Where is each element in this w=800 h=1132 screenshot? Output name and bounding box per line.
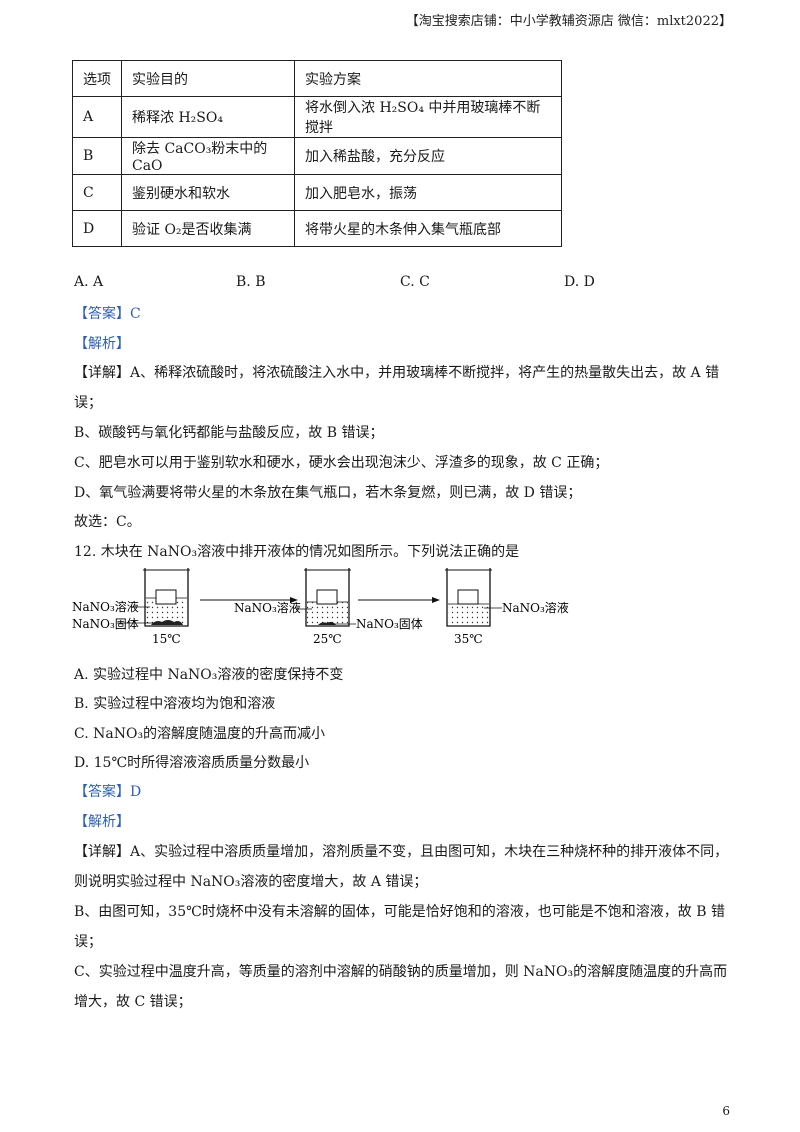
q11-detail-line: D、氧气验满要将带火星的木条放在集气瓶口，若木条复燃，则已满，故 D 错误； xyxy=(74,485,582,501)
q11-option-a: A. A xyxy=(74,274,104,290)
table-row: D 验证 O₂是否收集满 将带火星的木条伸入集气瓶底部 xyxy=(72,210,562,247)
experiment-table: 选项 实验目的 实验方案 A 稀释浓 H₂SO₄ 将水倒入浓 H₂SO₄ 中并用… xyxy=(72,60,562,247)
table-row: C 鉴别硬水和软水 加入肥皂水，振荡 xyxy=(72,174,562,211)
q12-stem: 12. 木块在 NaNO₃溶液中排开液体的情况如图所示。下列说法正确的是 xyxy=(74,544,520,560)
table-cell: 加入肥皂水，振荡 xyxy=(294,174,562,211)
table-cell: D xyxy=(72,210,122,247)
q11-detail-line: C、肥皂水可以用于鉴别软水和硬水，硬水会出现泡沫少、浮渣多的现象，故 C 正确； xyxy=(74,455,609,471)
table-cell: 除去 CaCO₃粉末中的 CaO xyxy=(121,137,295,175)
q11-answer: 【答案】C xyxy=(74,306,141,322)
table-cell: 验证 O₂是否收集满 xyxy=(121,210,295,247)
q11-detail-line: 【详解】A、稀释浓硫酸时，将浓硫酸注入水中，并用玻璃棒不断搅拌，将产生的热量散失… xyxy=(74,365,720,381)
table-cell: C xyxy=(72,174,122,211)
table-cell: A xyxy=(72,96,122,138)
q12-answer: 【答案】D xyxy=(74,784,142,800)
q12-detail-line: B、由图可知，35℃时烧杯中没有未溶解的固体，可能是恰好饱和的溶液，也可能是不饱… xyxy=(74,904,725,920)
arrow-2-head xyxy=(432,597,440,603)
q12-detail-line: 【详解】A、实验过程中溶质质量增加，溶剂质量不变，且由图可知，木块在三种烧杯种的… xyxy=(74,844,729,860)
q11-option-c: C. C xyxy=(400,274,430,290)
q12-detail-line: C、实验过程中温度升高，等质量的溶剂中溶解的硝酸钠的质量增加，则 NaNO₃的溶… xyxy=(74,964,728,980)
beaker-figure: NaNO₃溶液 NaNO₃固体 15℃ NaNO₃溶液 NaNO₃固体 25℃ … xyxy=(72,568,569,646)
beaker-15c xyxy=(117,568,190,627)
q12-option-c: C. NaNO₃的溶解度随温度的升高而减小 xyxy=(74,726,326,742)
q11-detail-line: 故选：C。 xyxy=(74,514,141,530)
q12-detail-line: 增大，故 C 错误； xyxy=(74,994,192,1010)
beaker-25c xyxy=(296,568,356,627)
q11-option-d: D. D xyxy=(564,274,595,290)
beaker2-solid-label: NaNO₃固体 xyxy=(356,617,423,631)
table-cell: 将水倒入浓 H₂SO₄ 中并用玻璃棒不断搅拌 xyxy=(294,96,562,138)
table-header-row: 选项 实验目的 实验方案 xyxy=(72,60,562,97)
q12-detail-line: 则说明实验过程中 NaNO₃溶液的密度增大，故 A 错误； xyxy=(74,874,428,890)
beaker2-solution-label: NaNO₃溶液 xyxy=(234,600,301,615)
q11-detail-line: 误； xyxy=(74,395,102,411)
beaker1-solid-label: NaNO₃固体 xyxy=(72,617,139,631)
page-header: 【淘宝搜索店铺：中小学教辅资源店 微信：mlxt2022】 xyxy=(405,14,732,29)
q12-option-d: D. 15℃时所得溶液溶质质量分数最小 xyxy=(74,755,310,771)
table-cell: 稀释浓 H₂SO₄ xyxy=(121,96,295,138)
table-cell: 加入稀盐酸，充分反应 xyxy=(294,137,562,175)
q11-detail-line: B、碳酸钙与氧化钙都能与盐酸反应，故 B 错误； xyxy=(74,425,384,441)
q12-analysis-label: 【解析】 xyxy=(74,814,130,830)
table-row: A 稀释浓 H₂SO₄ 将水倒入浓 H₂SO₄ 中并用玻璃棒不断搅拌 xyxy=(72,96,562,138)
beaker3-solution-label: NaNO₃溶液 xyxy=(502,600,569,615)
q11-analysis-label: 【解析】 xyxy=(74,336,130,352)
q12-option-b: B. 实验过程中溶液均为饱和溶液 xyxy=(74,696,276,712)
table-header-cell: 实验目的 xyxy=(121,60,295,97)
table-header-cell: 实验方案 xyxy=(294,60,562,97)
beaker2-temp-label: 25℃ xyxy=(313,632,342,646)
table-cell: 鉴别硬水和软水 xyxy=(121,174,295,211)
q11-option-b: B. B xyxy=(236,274,266,290)
beaker-35c xyxy=(445,568,502,627)
arrow-1-head xyxy=(290,597,298,603)
table-cell: 将带火星的木条伸入集气瓶底部 xyxy=(294,210,562,247)
table-header-cell: 选项 xyxy=(72,60,122,97)
beaker1-temp-label: 15℃ xyxy=(152,632,181,646)
beaker3-temp-label: 35℃ xyxy=(454,632,483,646)
q12-option-a: A. 实验过程中 NaNO₃溶液的密度保持不变 xyxy=(74,667,344,683)
table-row: B 除去 CaCO₃粉末中的 CaO 加入稀盐酸，充分反应 xyxy=(72,137,562,175)
q12-detail-line: 误； xyxy=(74,934,102,950)
beaker1-solution-label: NaNO₃溶液 xyxy=(72,599,139,614)
page-number: 6 xyxy=(722,1104,730,1118)
table-cell: B xyxy=(72,137,122,175)
